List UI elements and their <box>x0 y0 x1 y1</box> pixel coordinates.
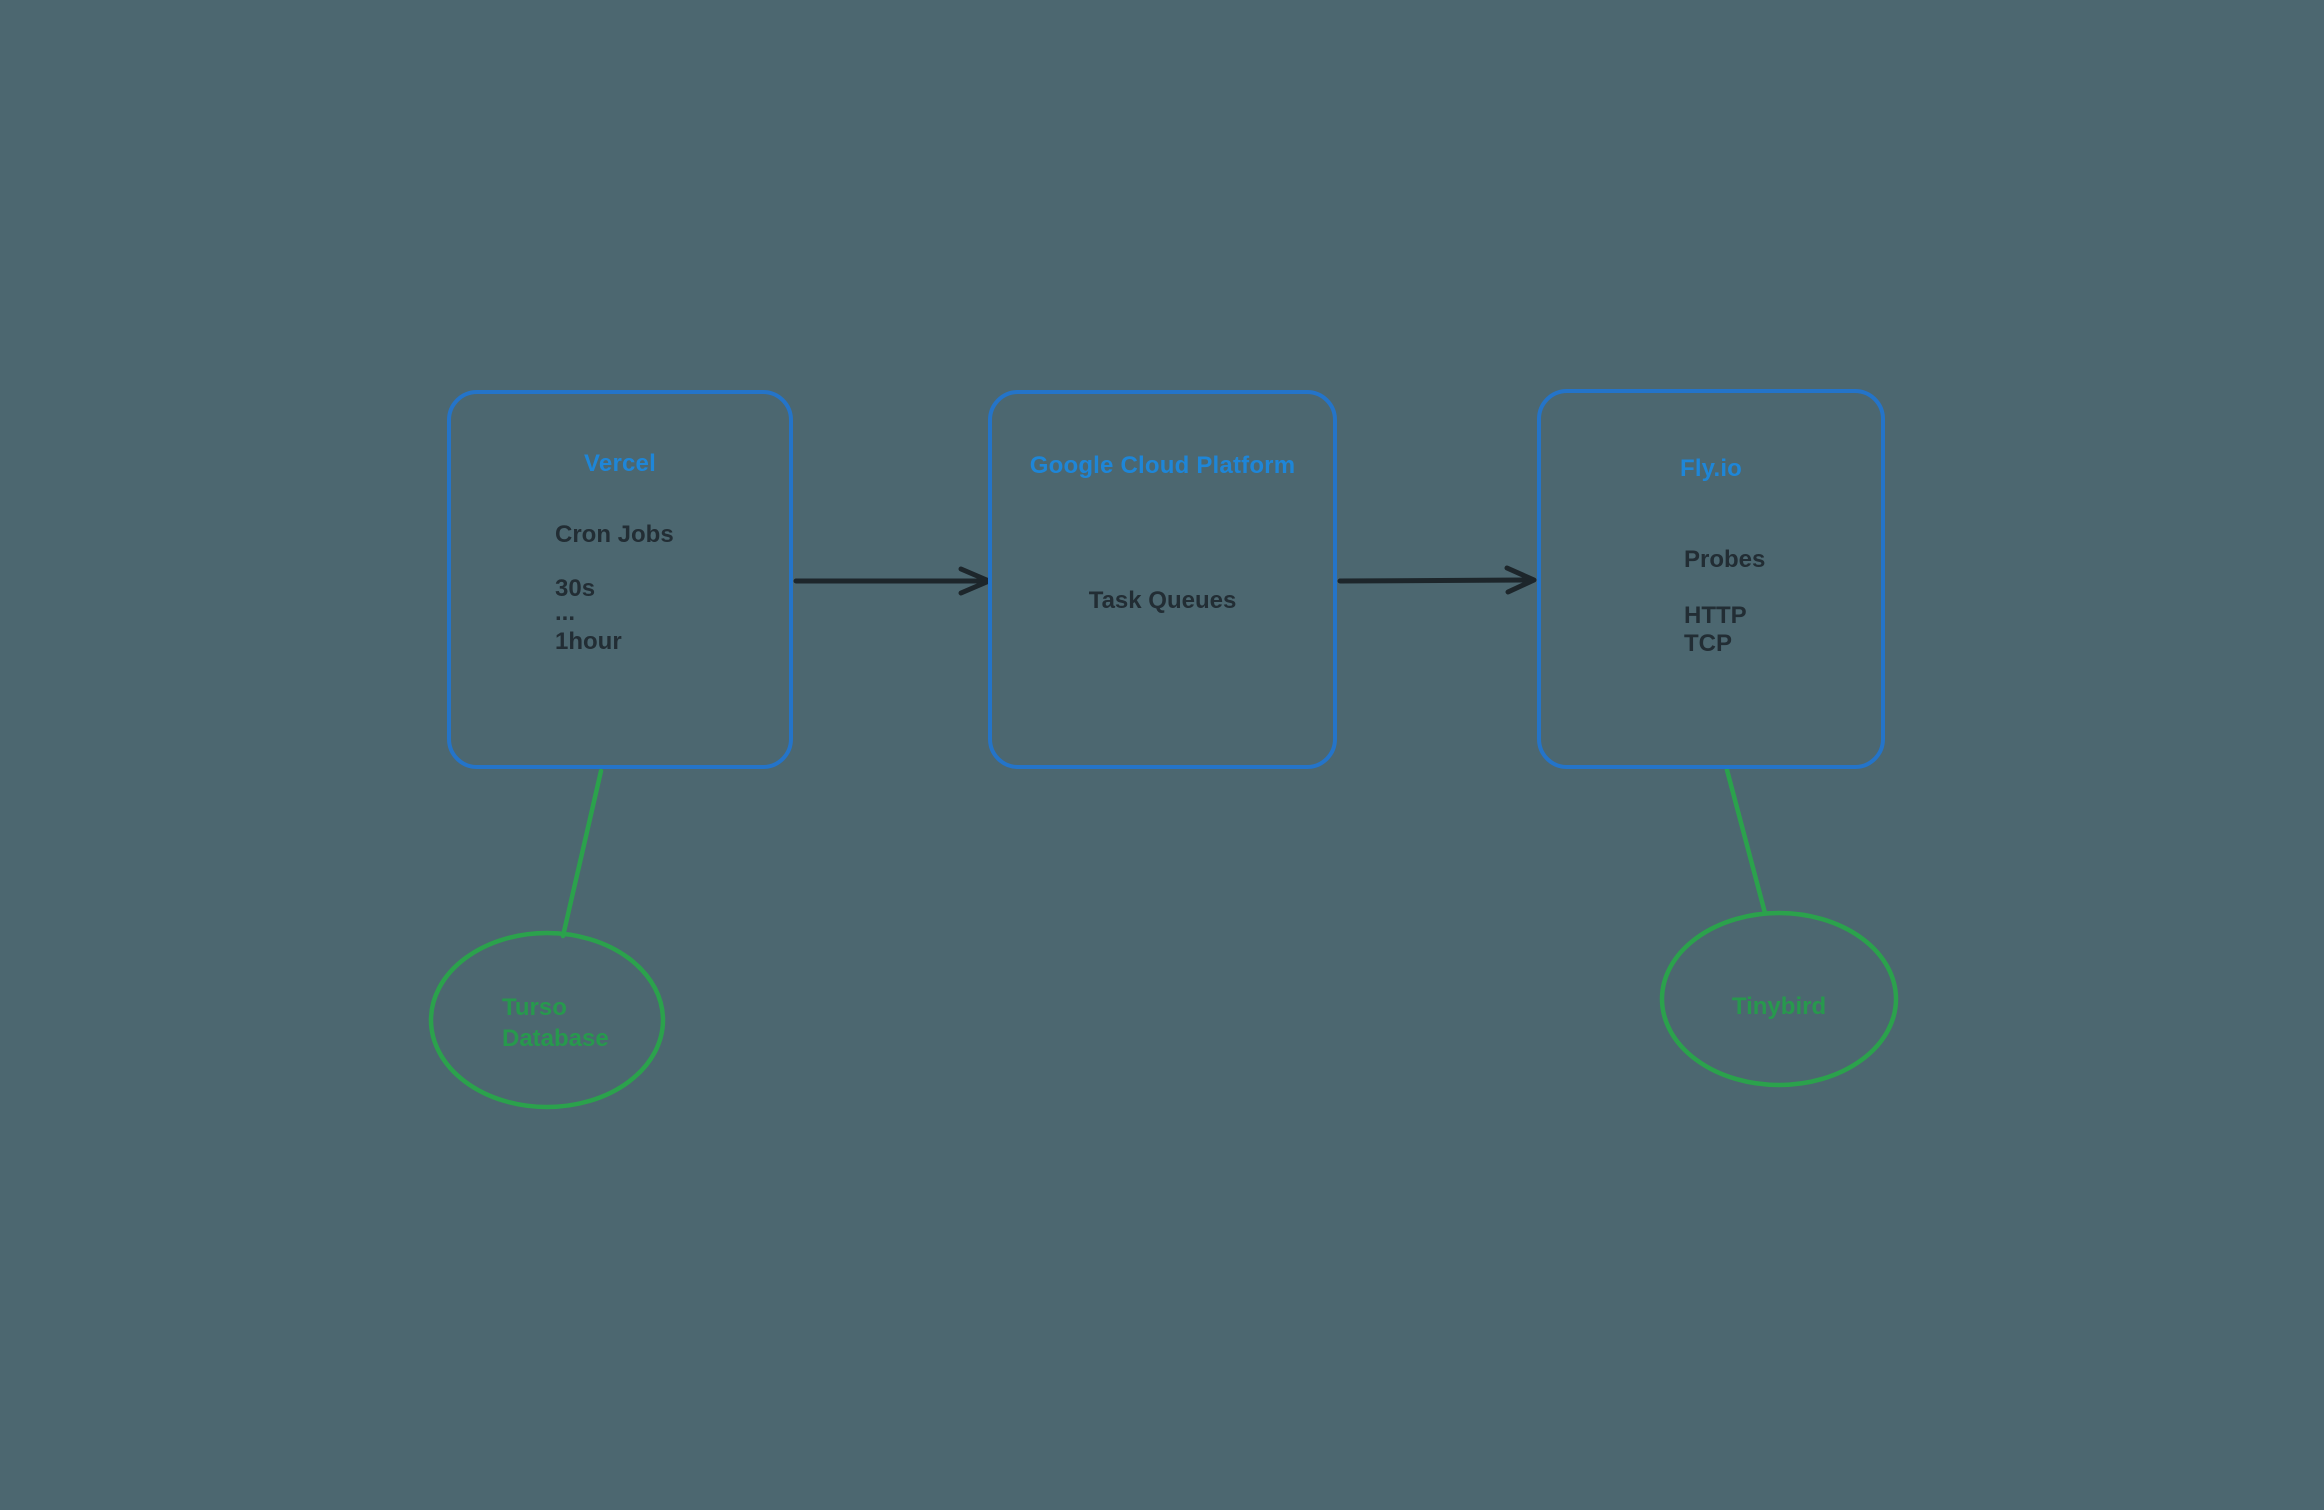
arrow-gcp-to-flyio[interactable] <box>1337 577 1532 584</box>
node-gcp[interactable]: Google Cloud Platform Task Queues <box>988 390 1337 769</box>
ellipse-label-tinybird: Tinybird <box>1664 991 1894 1022</box>
node-vercel[interactable]: Vercel Cron Jobs 30s ... 1hour <box>447 390 793 769</box>
node-flyio[interactable]: Fly.io Probes HTTP TCP <box>1537 389 1885 769</box>
node-text-line: Task Queues <box>1088 587 1237 614</box>
node-text-line: 30s <box>555 575 596 602</box>
node-text-line: Cron Jobs <box>555 521 674 548</box>
node-text-line: ... <box>555 599 576 626</box>
node-text-line: Probes <box>1684 546 1766 573</box>
arrowhead-gcp-to-flyio[interactable] <box>1504 565 1537 595</box>
node-text-line: TCP <box>1684 630 1732 657</box>
ellipse-label-line: Turso <box>502 994 567 1021</box>
line-vercel-to-turso[interactable] <box>560 768 604 939</box>
node-title-flyio: Fly.io <box>1679 455 1743 482</box>
ellipse-tinybird[interactable] <box>1659 910 1899 1088</box>
node-title-gcp: Google Cloud Platform <box>1029 452 1296 479</box>
ellipse-label-line: Database <box>502 1025 609 1052</box>
node-text-line: 1hour <box>555 628 622 655</box>
node-title-vercel: Vercel <box>584 450 656 477</box>
ellipse-label-turso: Turso Database <box>502 992 609 1054</box>
node-text-line: HTTP <box>1684 602 1747 629</box>
ellipse-turso[interactable] <box>428 930 666 1110</box>
ellipse-label-line: Tinybird <box>1731 993 1827 1020</box>
line-flyio-to-tinybird[interactable] <box>1724 767 1768 916</box>
